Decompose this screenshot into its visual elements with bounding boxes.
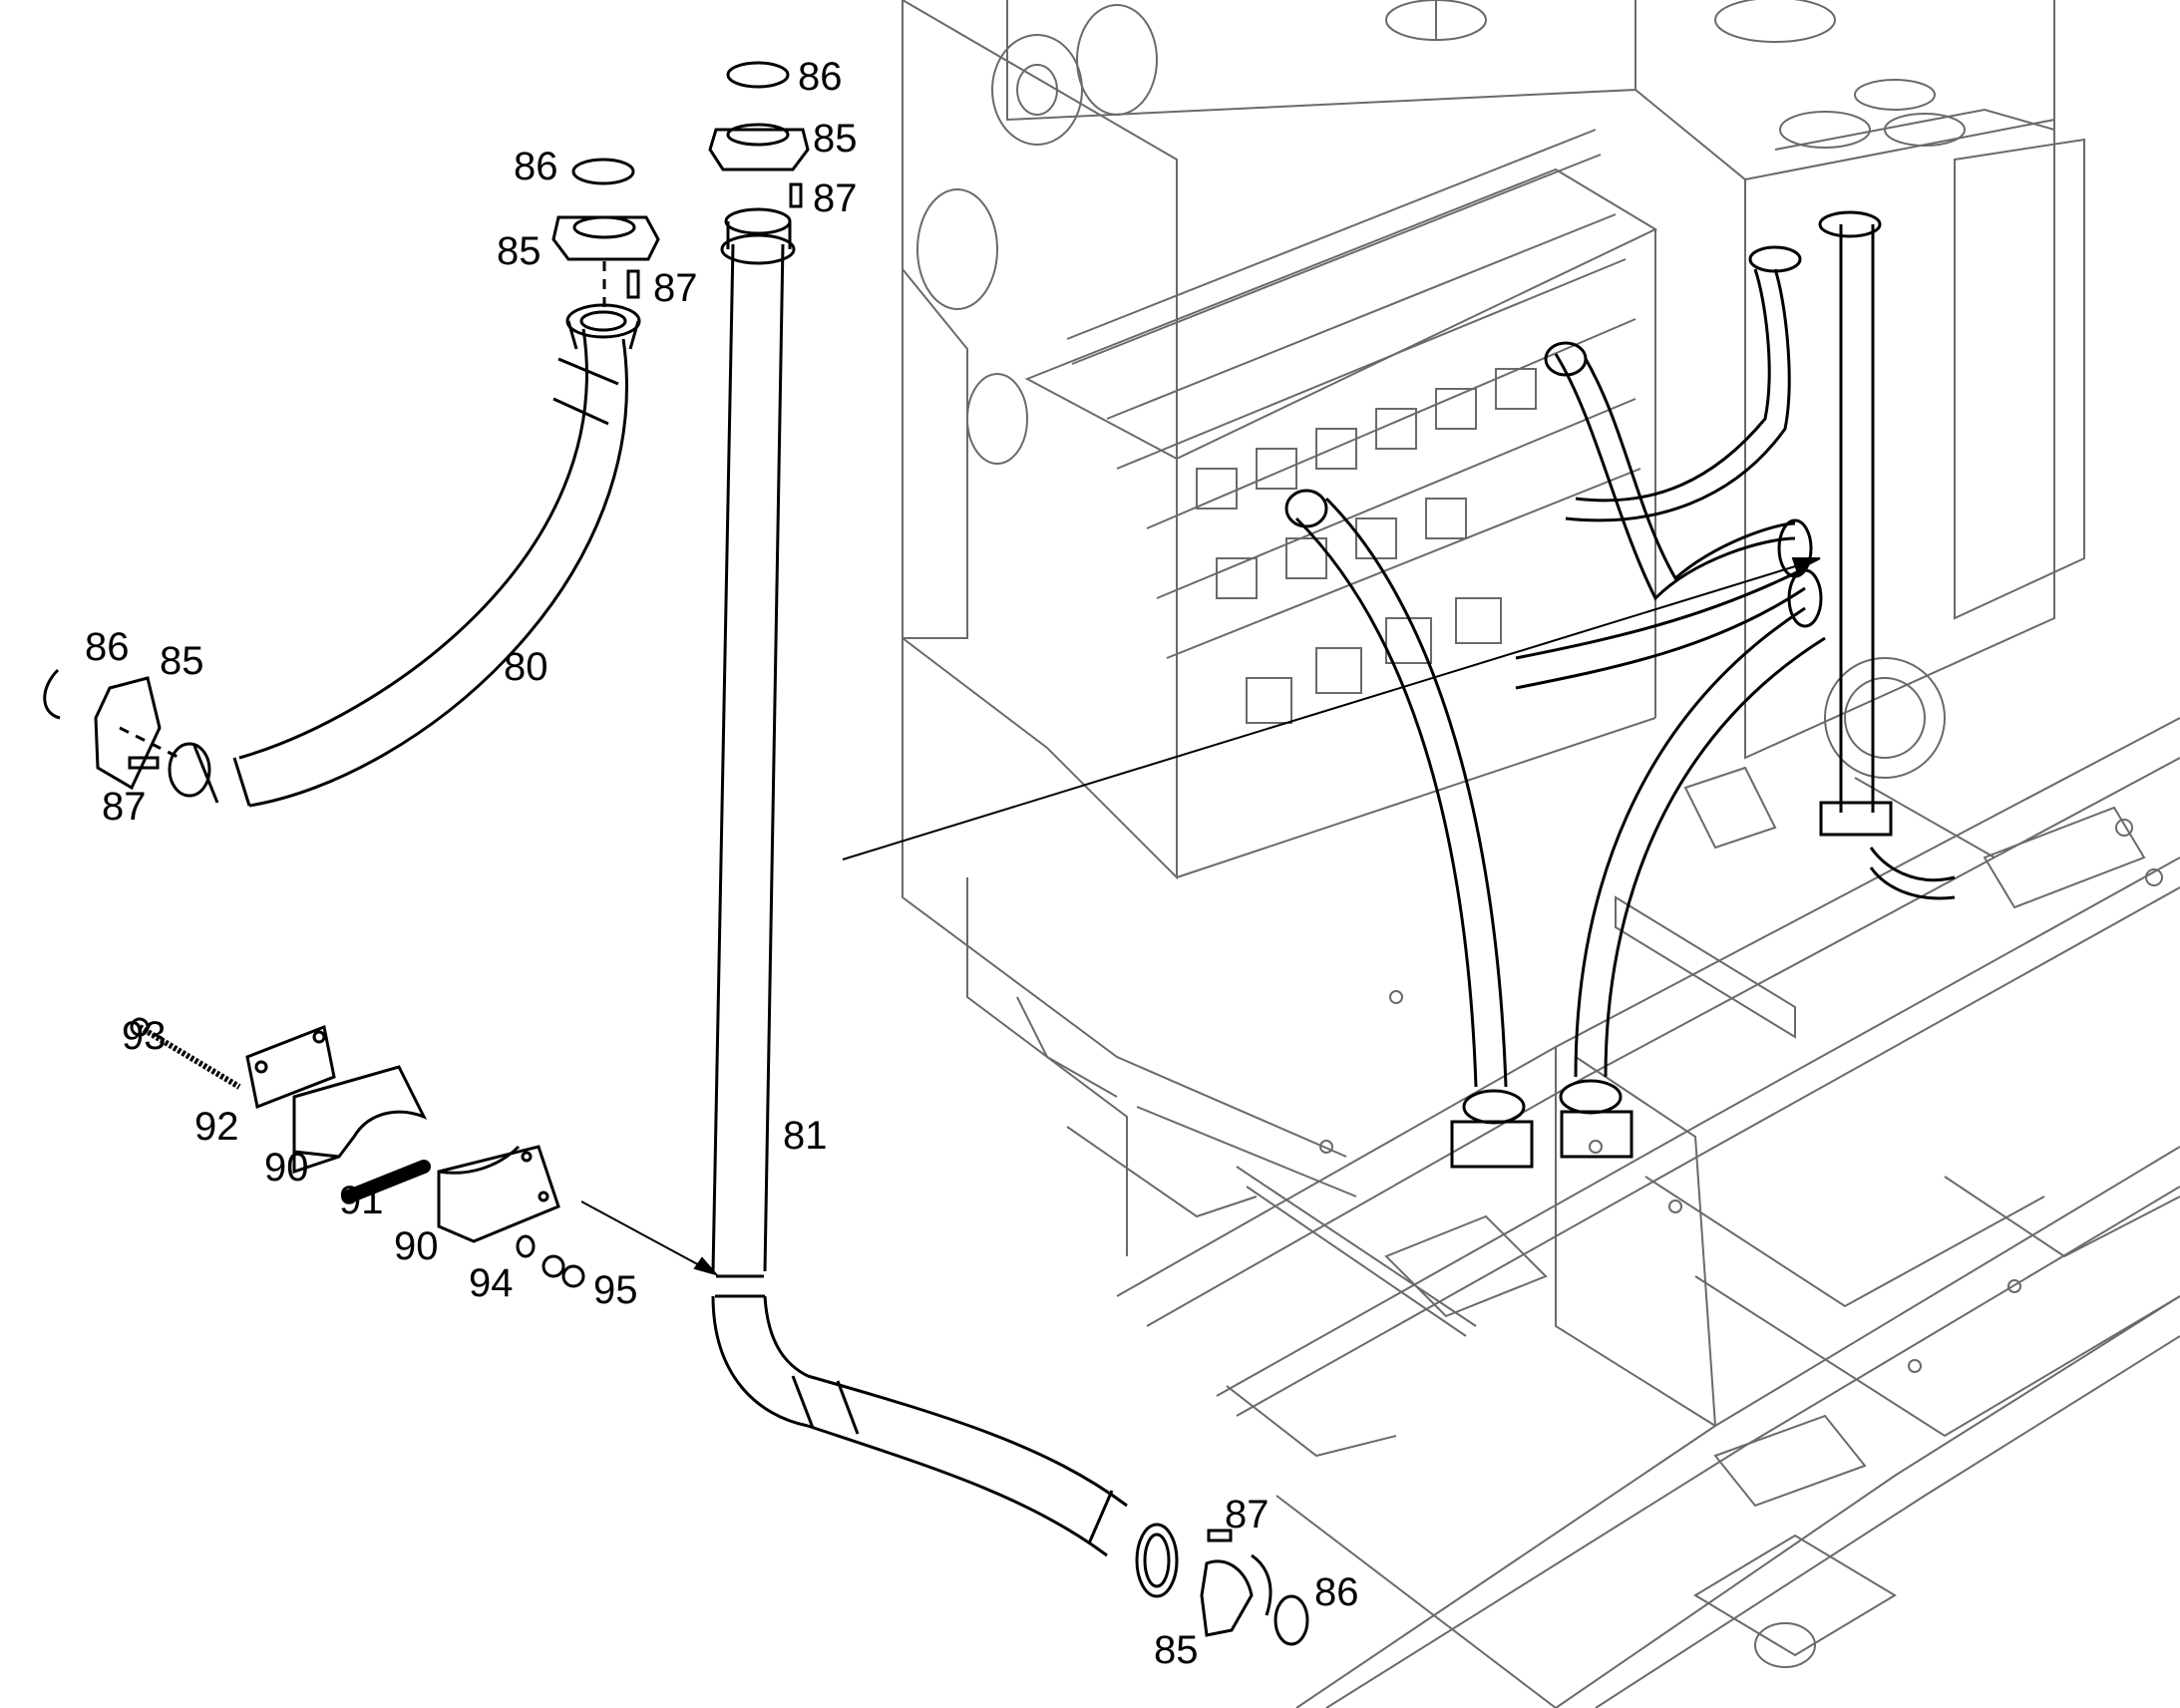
clamp-85-hose80-top	[551, 158, 660, 309]
callout-87-hose80-side: 87	[102, 785, 147, 829]
hose-80	[168, 303, 641, 808]
callout-94: 94	[469, 1261, 514, 1305]
callout-93: 93	[122, 1014, 167, 1058]
installed-hoses	[1284, 210, 1956, 1169]
callout-81: 81	[783, 1114, 828, 1158]
pipe-81	[711, 207, 1179, 1598]
clamp-85-pipe81-bottom	[1200, 1529, 1309, 1646]
callout-86-pipe81-top: 86	[798, 55, 843, 99]
callout-92: 92	[194, 1105, 239, 1149]
machine-frame-background	[902, 0, 2180, 1708]
callout-90-lower: 90	[394, 1224, 439, 1268]
callout-80: 80	[504, 645, 548, 689]
callout-85-hose80-side: 85	[160, 639, 204, 683]
callout-95: 95	[593, 1268, 638, 1312]
clamp-85-hose80-side	[43, 668, 181, 791]
callout-labels: 86 85 87 86 85 87 86 85 87 80 81 93 92 9…	[85, 55, 1359, 1672]
callout-87-pipe81-top: 87	[813, 176, 858, 220]
leader-lines	[580, 557, 1821, 1276]
callout-87-pipe81-bottom: 87	[1225, 1493, 1270, 1537]
callout-86-hose80-top: 86	[514, 145, 558, 188]
callout-85-pipe81-top: 85	[813, 117, 858, 161]
callout-90-upper: 90	[264, 1146, 309, 1190]
callout-86-pipe81-bottom: 86	[1314, 1570, 1359, 1614]
callout-86-hose80-side: 86	[85, 625, 130, 669]
callout-87-hose80-top: 87	[653, 266, 698, 310]
clamp-85-pipe81-top	[708, 61, 810, 208]
callout-85-pipe81-bottom: 85	[1154, 1628, 1199, 1672]
pipe-clamp-assembly	[130, 1017, 585, 1288]
callout-85-hose80-top: 85	[497, 229, 542, 273]
callout-91: 91	[339, 1179, 384, 1222]
